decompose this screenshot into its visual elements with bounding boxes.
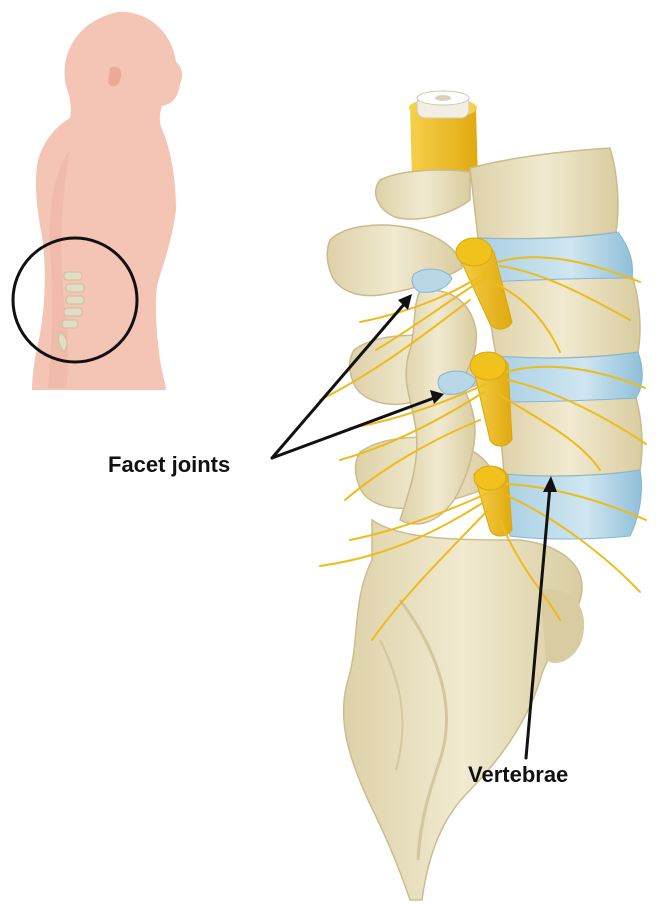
- sacrum: [344, 520, 582, 900]
- disc-2: [496, 352, 642, 402]
- disc-1: [478, 232, 632, 282]
- posterior-elements: [327, 170, 496, 524]
- facet-capsule-1: [412, 269, 452, 292]
- vertebra-body-1: [470, 148, 618, 239]
- spinous-process-1: [376, 170, 470, 219]
- human-figure: [13, 12, 182, 390]
- nerve-root-3: [474, 466, 512, 536]
- facet-joints-label: Facet joints: [108, 452, 230, 478]
- vertebra-body-3: [498, 398, 642, 476]
- vertebrae-label: Vertebrae: [468, 762, 568, 788]
